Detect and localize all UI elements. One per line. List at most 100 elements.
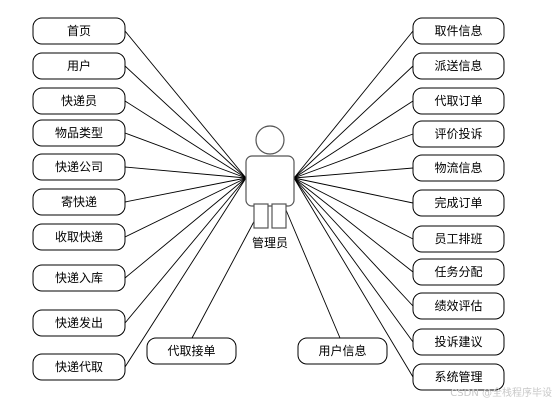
use-case-right-2-shape — [412, 87, 505, 115]
link-left-4 — [124, 166, 247, 179]
link-left-6 — [124, 177, 247, 238]
use-case-right-6-shape — [412, 225, 505, 253]
use-case-left-6-label: 收取快递 — [55, 230, 103, 244]
watermark: CSDN @全栈程序毕设 — [450, 386, 552, 399]
use-case-left-5-shape — [32, 188, 126, 216]
use-case-left-7: 快递入库 — [32, 264, 126, 292]
use-case-left-6: 收取快递 — [32, 223, 126, 251]
use-case-bottom-1: 用户信息 — [297, 337, 388, 365]
use-case-left-6-shape — [32, 223, 126, 251]
link-bottom-0 — [191, 213, 259, 339]
use-case-right-4-shape — [412, 154, 505, 182]
use-case-left-8: 快递发出 — [32, 309, 126, 337]
use-case-right-3-shape — [412, 120, 505, 148]
link-right-5 — [293, 177, 414, 204]
use-case-left-7-shape — [32, 264, 126, 292]
use-case-bottom-0-shape — [146, 337, 237, 365]
use-case-right-1: 派送信息 — [412, 52, 505, 80]
use-case-left-0-label: 首页 — [67, 24, 91, 38]
use-case-right-1-label: 派送信息 — [434, 58, 482, 73]
use-case-bottom-1-label: 用户信息 — [318, 343, 366, 358]
use-case-right-7-shape — [412, 258, 505, 286]
use-case-left-5: 寄快递 — [32, 188, 126, 216]
use-case-left-1: 用户 — [32, 52, 126, 80]
link-bottom-1 — [285, 209, 341, 339]
use-case-left-4: 快递公司 — [32, 153, 126, 181]
link-right-3 — [293, 133, 414, 179]
use-case-left-8-label: 快递发出 — [55, 315, 103, 330]
use-case-left-8-shape — [32, 309, 126, 337]
use-case-right-2-label: 代取订单 — [434, 94, 482, 108]
use-case-right-4: 物流信息 — [412, 154, 505, 182]
use-case-right-9-label: 投诉建议 — [434, 334, 482, 349]
use-case-right-7-label: 任务分配 — [434, 264, 482, 279]
use-case-left-2: 快递员 — [32, 87, 126, 115]
use-case-right-9: 投诉建议 — [412, 328, 505, 356]
use-case-left-0: 首页 — [32, 17, 126, 45]
use-case-right-4-label: 物流信息 — [434, 160, 482, 175]
use-case-right-6-label: 员工排班 — [434, 232, 482, 246]
use-case-left-4-label: 快递公司 — [55, 160, 103, 174]
use-case-right-1-shape — [412, 52, 505, 80]
link-right-2 — [293, 100, 414, 179]
use-case-left-2-shape — [32, 87, 126, 115]
actor-left-leg — [253, 203, 269, 229]
use-case-right-2: 代取订单 — [412, 87, 505, 115]
actor-label: 管理员 — [252, 235, 288, 250]
actor-body — [245, 155, 295, 207]
actor-right-leg — [271, 203, 287, 229]
link-left-3 — [124, 132, 247, 179]
use-case-bottom-0-label: 代取接单 — [167, 343, 215, 358]
use-case-right-5-label: 完成订单 — [434, 195, 482, 210]
use-case-left-9: 快递代取 — [32, 353, 126, 381]
use-case-right-5: 完成订单 — [412, 189, 505, 217]
use-case-left-1-label: 用户 — [67, 58, 91, 73]
link-right-0 — [293, 30, 414, 179]
use-case-left-9-shape — [32, 353, 126, 381]
use-case-left-3-shape — [32, 119, 126, 147]
use-case-right-9-shape — [412, 328, 505, 356]
use-case-left-9-label: 快递代取 — [55, 360, 103, 374]
use-case-left-7-label: 快递入库 — [55, 270, 103, 285]
use-case-right-10: 系统管理 — [412, 363, 505, 391]
use-case-right-10-label: 系统管理 — [434, 369, 482, 384]
use-case-left-3: 物品类型 — [32, 119, 126, 147]
use-case-right-0: 取件信息 — [412, 17, 505, 45]
link-right-4 — [293, 167, 414, 179]
use-case-right-8-label: 绩效评估 — [434, 298, 482, 313]
use-case-left-4-shape — [32, 153, 126, 181]
actor-head — [255, 125, 285, 155]
link-right-9 — [293, 177, 414, 343]
actor-admin: 管理员 — [245, 125, 295, 250]
use-case-left-2-label: 快递员 — [61, 94, 97, 108]
link-left-8 — [124, 177, 247, 324]
link-right-6 — [293, 177, 414, 240]
use-case-left-1-shape — [32, 52, 126, 80]
link-left-1 — [124, 65, 247, 179]
link-right-10 — [293, 177, 414, 378]
use-case-right-7: 任务分配 — [412, 258, 505, 286]
link-right-1 — [293, 65, 414, 179]
link-left-5 — [124, 177, 247, 203]
use-case-bottom-0: 代取接单 — [146, 337, 237, 365]
link-left-9 — [124, 177, 247, 368]
use-case-right-5-shape — [412, 189, 505, 217]
use-case-right-8-shape — [412, 292, 505, 320]
use-case-right-8: 绩效评估 — [412, 292, 505, 320]
use-case-bottom-1-shape — [297, 337, 388, 365]
use-case-left-0-shape — [32, 17, 126, 45]
link-left-2 — [124, 100, 247, 179]
use-case-right-0-shape — [412, 17, 505, 45]
use-case-left-3-label: 物品类型 — [55, 126, 103, 140]
use-case-right-0-label: 取件信息 — [434, 23, 482, 38]
use-case-right-3: 评价投诉 — [412, 120, 505, 148]
use-case-right-3-label: 评价投诉 — [434, 126, 482, 141]
use-case-right-10-shape — [412, 363, 505, 391]
use-case-left-5-label: 寄快递 — [61, 194, 97, 209]
use-case-right-6: 员工排班 — [412, 225, 505, 253]
link-right-7 — [293, 177, 414, 273]
link-right-8 — [293, 177, 414, 307]
association-lines — [124, 30, 414, 378]
